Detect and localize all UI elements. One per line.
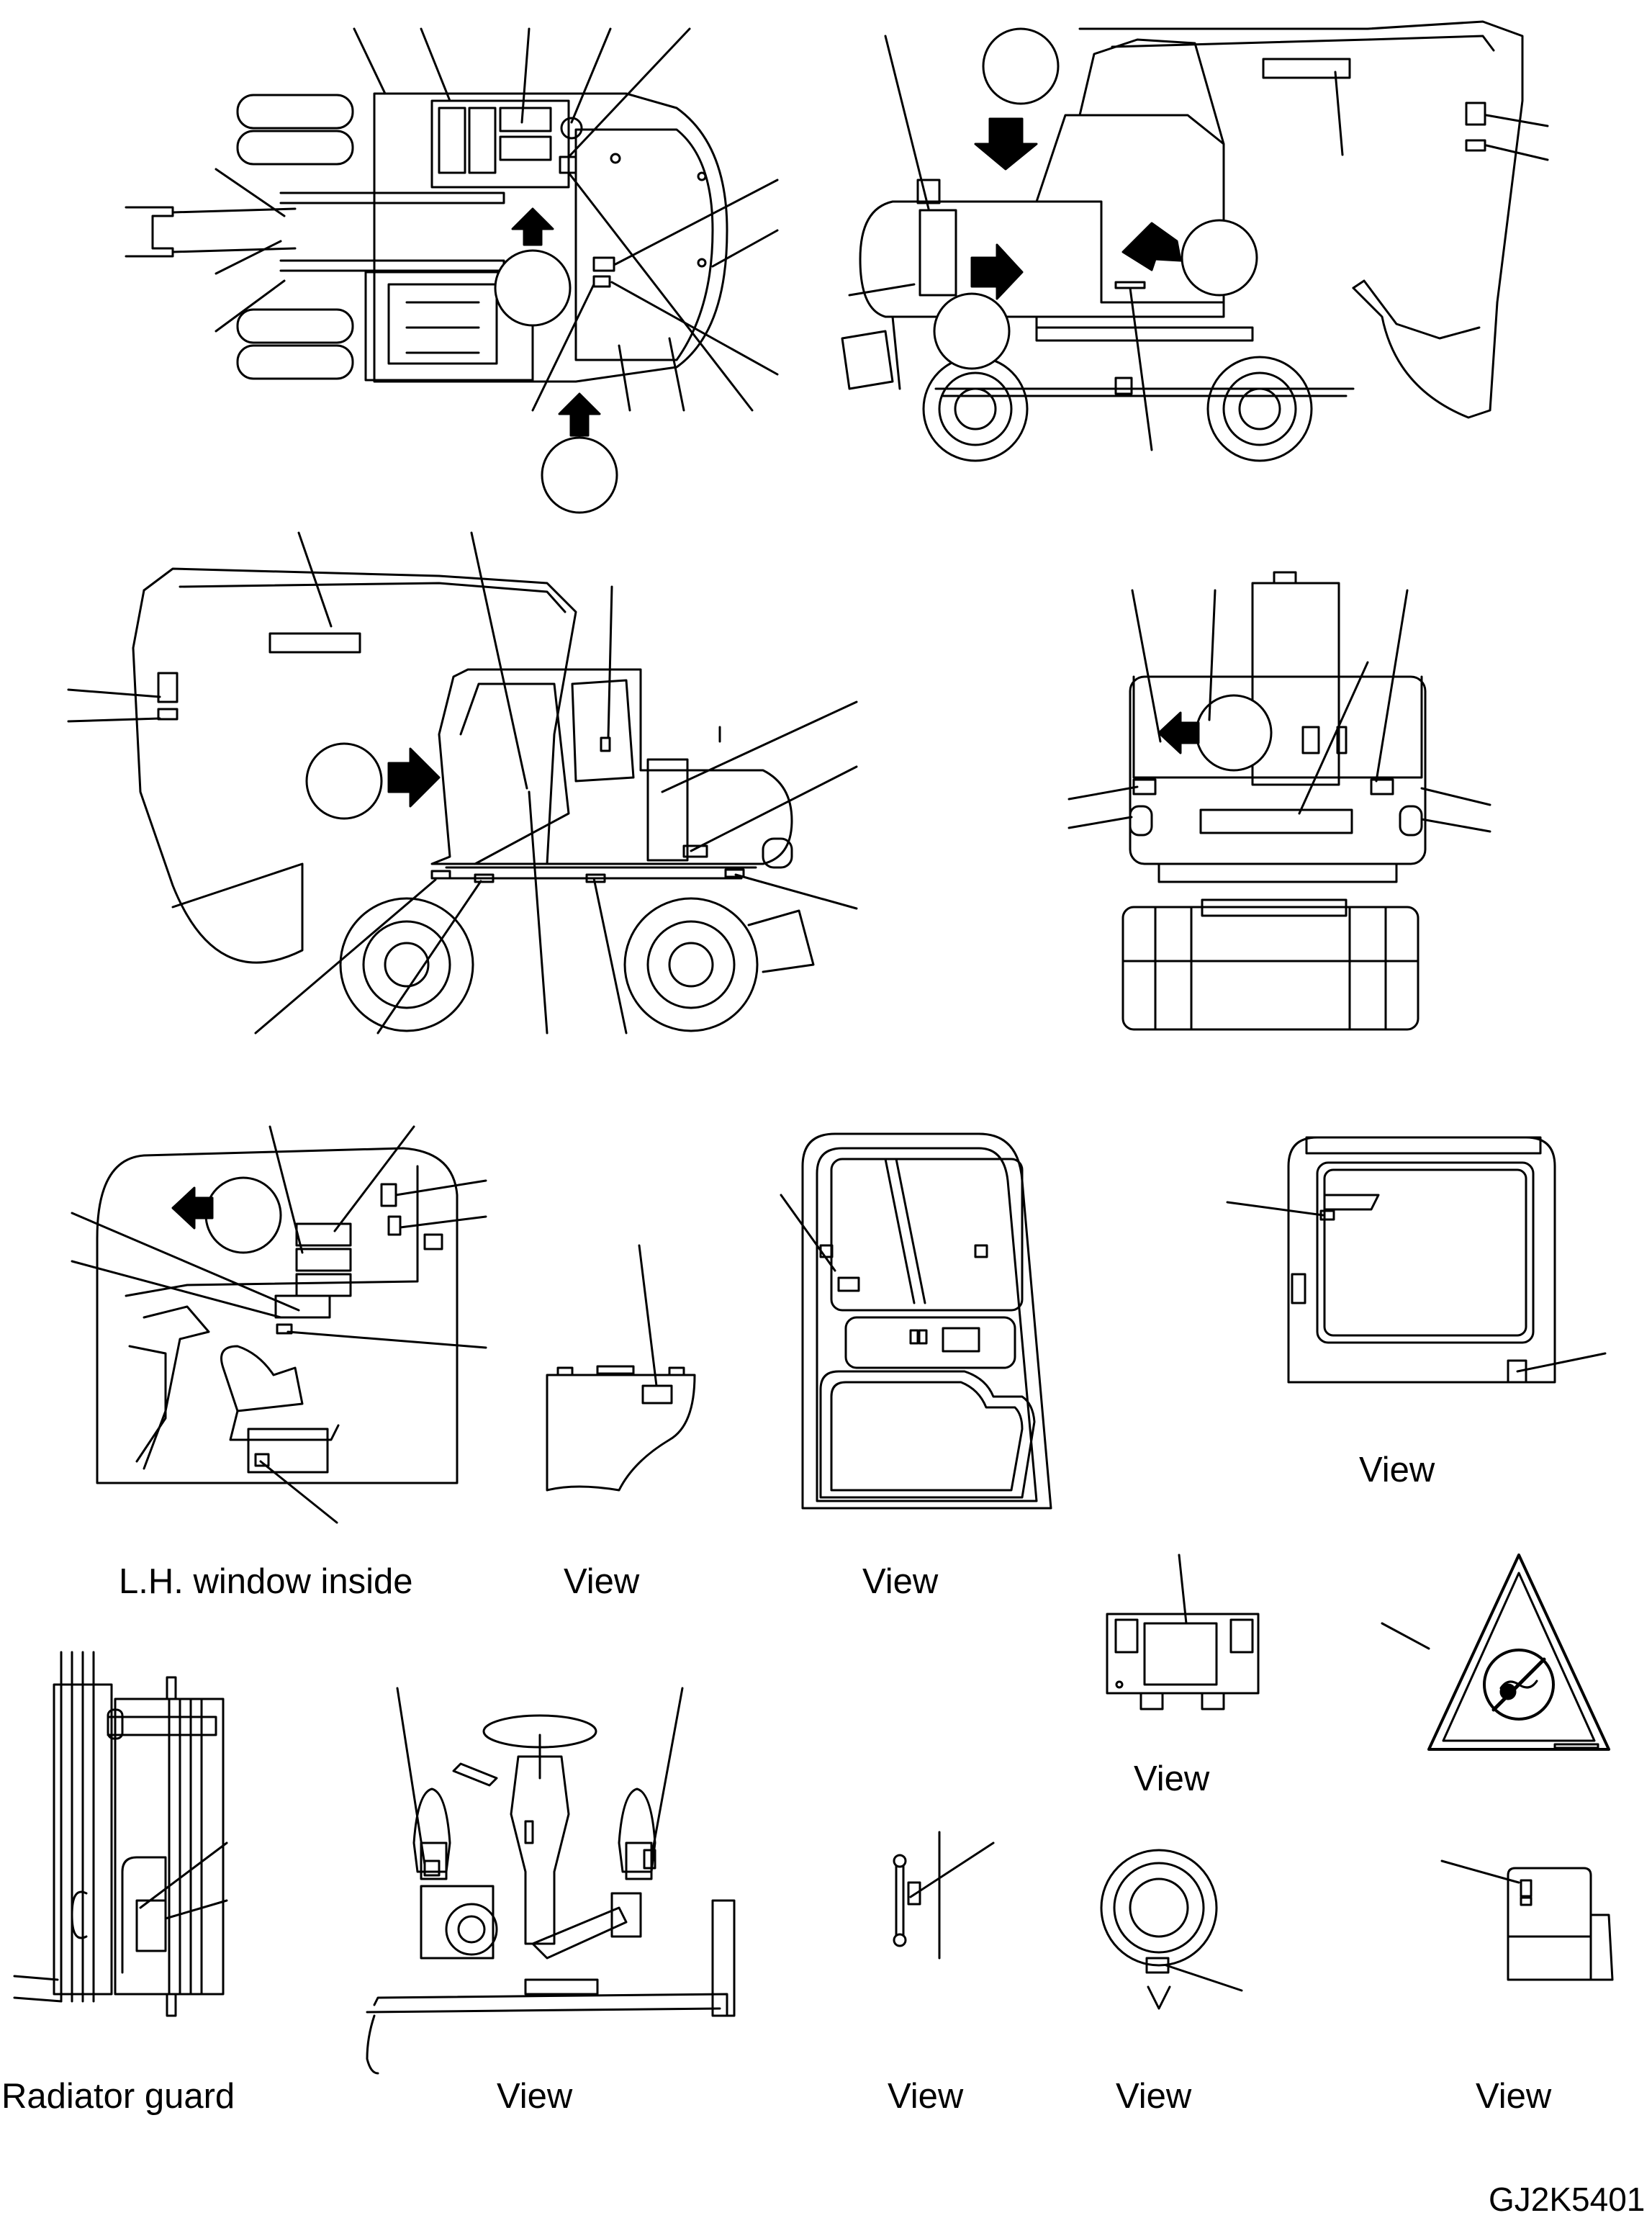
caption-lh-window-inside: L.H. window inside [119,1562,413,1601]
caption-view-round: View [1116,2077,1192,2116]
operator-floor-view [366,1687,736,2075]
top-view-machine [125,27,779,514]
drawing-code: GJ2K5401 [1489,2181,1646,2218]
door-view [780,1132,1052,1510]
side-box-view [1440,1859,1614,1981]
warning-triangle-view [1381,1554,1610,1751]
hose-view [893,1831,995,1960]
caption-view-cab-panel: View [564,1562,640,1601]
caption-view-floor: View [497,2077,573,2116]
caption-view-panel: View [1134,1759,1210,1798]
round-cap-view [1100,1849,1243,2010]
caption-radiator-guard: Radiator guard [1,2077,235,2116]
lh-window-inside-view [71,1125,487,1524]
radiator-guard-view [13,1651,228,2017]
left-side-view-machine [67,531,858,1034]
right-side-view-machine [841,20,1549,462]
cab-panel-view [546,1244,696,1492]
small-panel-view [1106,1554,1260,1710]
caption-view-hose: View [888,2077,964,2116]
caption-view-rear-window: View [1359,1451,1435,1489]
rear-view-machine [1068,571,1491,1031]
rear-window-view [1226,1136,1607,1384]
caption-view-box: View [1476,2077,1552,2116]
caption-view-door: View [862,1562,939,1601]
